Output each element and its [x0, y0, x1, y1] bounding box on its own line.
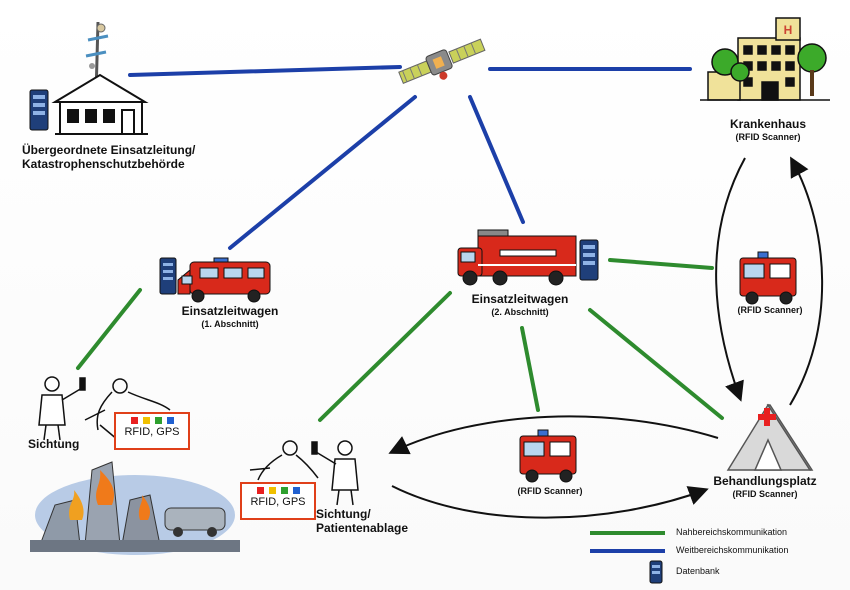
hospital-subtitle: (RFID Scanner)	[735, 131, 801, 142]
disaster-scene-image	[30, 461, 240, 555]
legend	[590, 531, 665, 584]
legend-db-label: Datenbank	[676, 566, 720, 576]
hq-label-line1: Übergeordnete Einsatzleitung/	[22, 143, 196, 157]
ambulance-right-label: (RFID Scanner)	[737, 305, 803, 315]
link-elw2-treatment	[588, 308, 724, 420]
tag-dot-red	[256, 487, 264, 494]
legend-near-label: Nahbereichskommunikation	[676, 527, 788, 537]
elw1-label: Einsatzleitwagen (1. Abschnitt)	[160, 304, 300, 329]
arrow-triage2-to-treatment	[391, 485, 709, 519]
tag-dot-green	[280, 487, 288, 494]
tag-dot-yellow	[142, 417, 150, 424]
command-truck-icon-elw2	[457, 229, 577, 286]
triage2-label-line2: Patientenablage	[316, 520, 409, 535]
triage2-label-line1: Sichtung/	[316, 507, 371, 521]
link-elw2-triage2	[318, 291, 452, 422]
tag-color-dots	[242, 487, 314, 494]
tag-dot-blue	[166, 417, 174, 424]
treatment-title: Behandlungsplatz	[713, 474, 817, 488]
hospital-label: Krankenhaus (RFID Scanner)	[706, 117, 830, 142]
treatment-label: Behandlungsplatz (RFID Scanner)	[695, 474, 835, 499]
tag-text: RFID, GPS	[250, 496, 306, 508]
ambulance-icon-middle	[519, 429, 577, 483]
link-satellite-elw1	[228, 95, 417, 250]
hospital-building-icon: H	[700, 17, 830, 101]
tag-text: RFID, GPS	[124, 426, 180, 438]
elw2-title: Einsatzleitwagen	[471, 292, 569, 306]
elw1-title: Einsatzleitwagen	[181, 304, 279, 318]
treatment-tent-icon	[726, 403, 814, 471]
treatment-subtitle: (RFID Scanner)	[732, 488, 798, 499]
patient-flow-arrows	[388, 156, 824, 519]
server-database-icon-elw2	[579, 239, 599, 281]
triage1-label: Sichtung	[28, 437, 80, 451]
command-van-icon-elw1	[177, 257, 271, 303]
link-elw2-ambulance-right	[608, 258, 714, 270]
body-outline-icon-1	[84, 378, 171, 441]
tag-dot-green	[154, 417, 162, 424]
elw1-subtitle: (1. Abschnitt)	[201, 318, 259, 329]
legend-far-label: Weitbereichskommunikation	[676, 545, 789, 555]
tag-dot-blue	[292, 487, 300, 494]
elw2-subtitle: (2. Abschnitt)	[491, 306, 549, 317]
arrow-treatment-to-triage2	[388, 415, 719, 455]
legend-database-icon	[649, 560, 663, 584]
elw2-label: Einsatzleitwagen (2. Abschnitt)	[455, 292, 585, 317]
body-outline-icon-2	[249, 440, 319, 481]
near-links	[76, 258, 724, 422]
ambulance-icon-right	[739, 251, 797, 305]
server-database-icon-hq	[29, 89, 49, 131]
link-satellite-elw2	[468, 95, 525, 224]
triage2-label: Sichtung/ Patientenablage	[316, 507, 409, 536]
hospital-title: Krankenhaus	[729, 117, 807, 131]
arrow-hospital-to-treatment	[715, 157, 746, 402]
satellite-icon	[398, 38, 486, 84]
far-links	[128, 65, 692, 250]
server-database-icon-elw1	[159, 257, 177, 295]
tag-dot-red	[130, 417, 138, 424]
hq-label-line2: Katastrophenschutzbehörde	[22, 156, 185, 171]
headquarters-building-icon	[51, 73, 149, 135]
link-hq-satellite	[128, 65, 402, 77]
svg-text:H: H	[784, 23, 793, 37]
hq-label: Übergeordnete Einsatzleitung/ Katastroph…	[22, 143, 196, 172]
triage-person-icon-2	[311, 440, 359, 506]
link-elw1-triage1	[76, 288, 142, 370]
tag-dot-yellow	[268, 487, 276, 494]
rfid-gps-tag-1: RFID, GPS	[114, 412, 190, 450]
ambulance-middle-label: (RFID Scanner)	[517, 486, 583, 496]
rfid-gps-tag-2: RFID, GPS	[240, 482, 316, 520]
link-elw2-ambulance-middle	[520, 326, 540, 412]
tag-color-dots	[116, 417, 188, 424]
triage-person-icon-1	[38, 376, 86, 441]
arrow-treatment-to-hospital	[789, 156, 824, 406]
